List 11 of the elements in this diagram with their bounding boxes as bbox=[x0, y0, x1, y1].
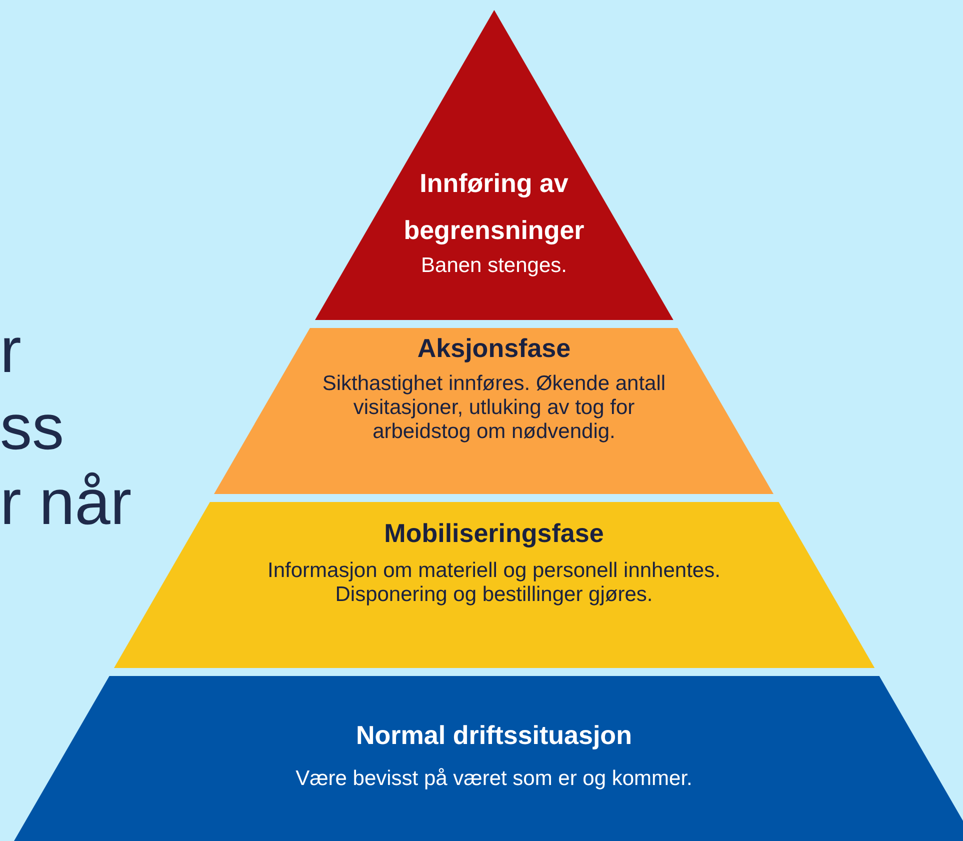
tier-heading: Aksjonsfase bbox=[417, 332, 571, 365]
tier-description: Banen stenges. bbox=[421, 254, 567, 278]
heading-fragment: ss bbox=[0, 395, 64, 459]
tier-heading: Mobiliseringsfase bbox=[384, 517, 604, 550]
tier-heading: Innføring av begrensninger bbox=[402, 167, 586, 247]
heading-fragment: r når bbox=[0, 470, 132, 534]
tier-description: Sikthastighet innføres. Økende antall visitasjoner, utluking av tog for arbeidstog om nødvendig. bbox=[321, 372, 667, 444]
tier-description: Være bevisst på været som er og kommer. bbox=[296, 767, 692, 791]
heading-fragment: r bbox=[0, 318, 22, 382]
tier-heading: Normal driftssituasjon bbox=[356, 719, 632, 752]
tier-description: Informasjon om materiell og personell innhentes. Disponering og bestillinger gjøres. bbox=[266, 559, 722, 607]
